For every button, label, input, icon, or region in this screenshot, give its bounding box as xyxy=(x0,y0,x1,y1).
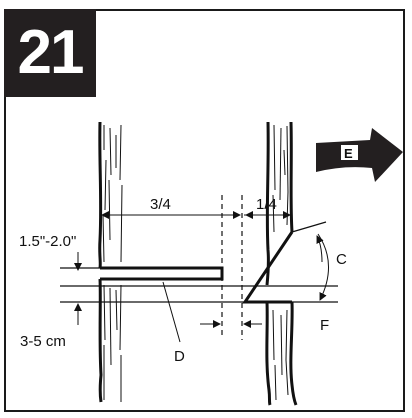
bark-texture-right-lower xyxy=(272,309,289,401)
label-ratio-left: 3/4 xyxy=(150,196,171,213)
trunk-left-edge-upper xyxy=(98,121,103,269)
callout-f-label: F xyxy=(320,317,329,334)
bark-texture-lower xyxy=(103,284,122,402)
callout-c-label: C xyxy=(336,251,347,268)
bark-texture-right xyxy=(272,124,289,233)
trunk-left-edge-lower xyxy=(98,278,103,403)
back-cut xyxy=(100,266,224,281)
trunk-right-outer-edge-upper xyxy=(289,121,294,233)
angle-arc-c-start xyxy=(316,235,324,263)
callout-d-label: D xyxy=(174,348,185,365)
label-height-below: 3-5 cm xyxy=(20,333,66,350)
felling-direction-arrow xyxy=(316,128,403,182)
direction-label-box xyxy=(341,145,358,160)
step-number-badge: 21 xyxy=(4,9,96,97)
notch-top-extension xyxy=(291,221,327,233)
label-height-above: 1.5"-2.0" xyxy=(19,233,76,250)
trunk-right-outer-edge-lower xyxy=(289,301,298,406)
callout-d-leader xyxy=(162,281,181,343)
trunk-right-edge-upper xyxy=(265,121,270,286)
label-ratio-right: 1/4 xyxy=(256,196,277,213)
bark-texture-upper xyxy=(102,124,123,263)
trunk-right-edge-lower xyxy=(265,301,272,406)
direction-label: E xyxy=(344,146,353,161)
